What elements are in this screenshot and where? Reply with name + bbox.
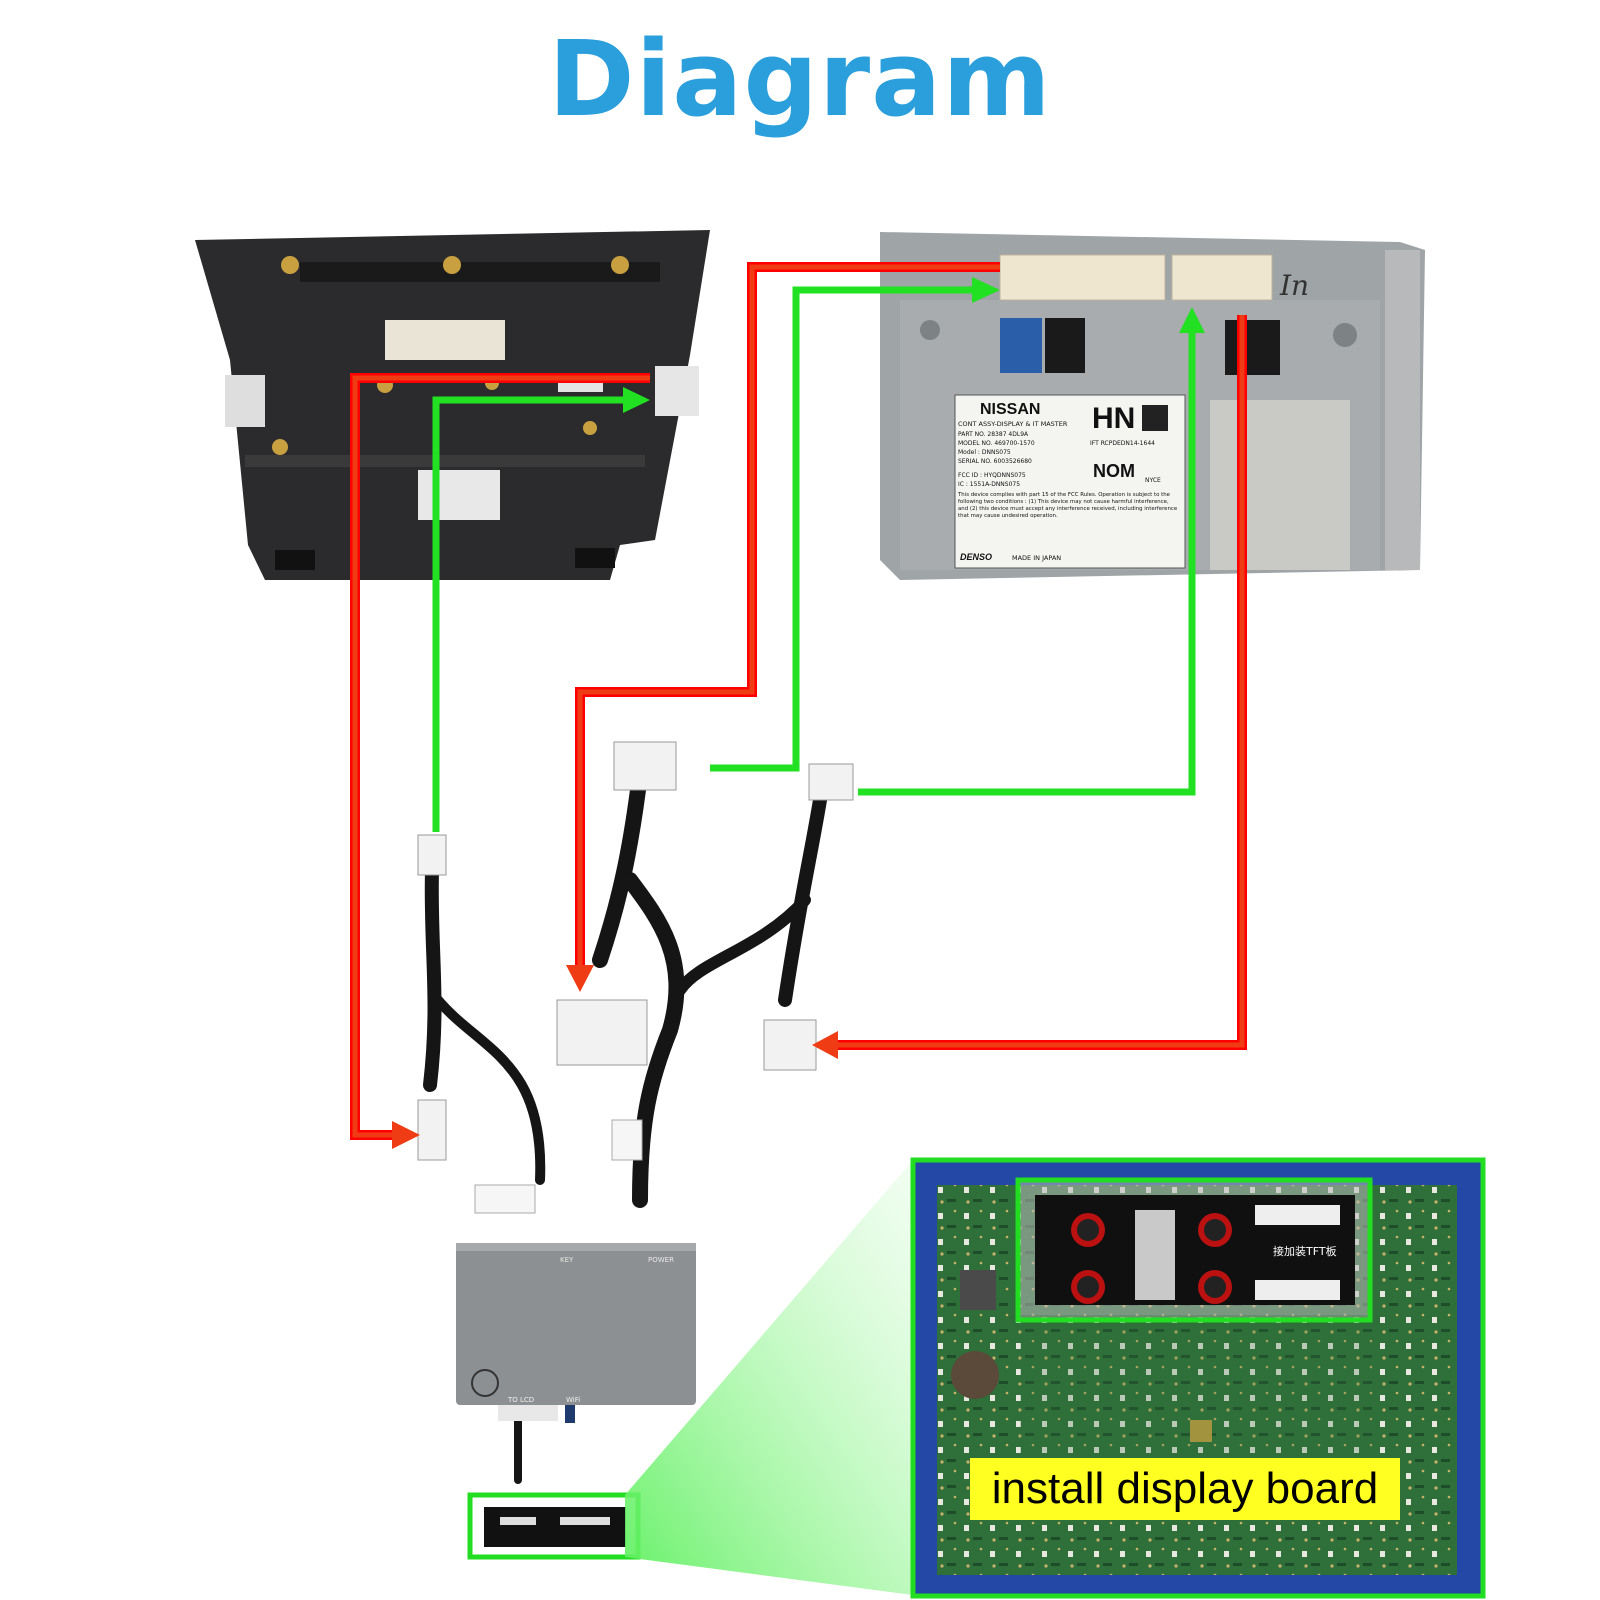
label-fcc-notice: This device complies with part 15 of the…	[958, 492, 1178, 519]
panel-plug-top	[417, 834, 447, 876]
zoom-wedge	[625, 1160, 913, 1595]
label-made-in: MADE IN JAPAN	[1012, 554, 1061, 562]
adapter-board	[484, 1507, 626, 1547]
port-wifi-label: WiFi	[566, 1396, 580, 1404]
green-arrowheads	[623, 277, 1205, 413]
main-plug-male	[556, 999, 648, 1066]
arrow-to-second-plug	[812, 1031, 838, 1059]
arrow-to-panel-plug	[392, 1121, 420, 1149]
panel-plug-bottom	[417, 1099, 447, 1161]
port-to-lcd-label: TO LCD	[507, 1396, 534, 1404]
blue-port	[1000, 318, 1042, 373]
inset-display-board: 接加装TFT板	[910, 1157, 1486, 1599]
inset-frame	[910, 1157, 1486, 1599]
arrow-to-head-unit-main	[972, 277, 1000, 303]
label-model: Model : DNNS075	[958, 449, 1011, 456]
install-caption: install display board	[970, 1458, 1400, 1520]
label-model-code: HN	[1092, 402, 1135, 435]
panel-left-connector	[225, 375, 265, 427]
wireless-icon	[471, 1369, 499, 1397]
label-nom: NOM	[1093, 461, 1135, 481]
arrow-to-main-plug	[566, 965, 594, 992]
nissan-label: NISSAN HN CONT ASSY-DISPLAY & IT MASTER …	[954, 394, 1186, 569]
interface-module-box: KEY POWER TO LCD WiFi	[456, 1243, 696, 1423]
red-arrowheads	[392, 965, 838, 1149]
label-assy: CONT ASSY-DISPLAY & IT MASTER	[958, 420, 1068, 428]
arrow-to-head-unit-second	[1179, 307, 1205, 333]
label-ift: IFT RCPDEDN14-1644	[1090, 440, 1155, 447]
green-connection-lines	[432, 286, 1196, 832]
label-brand: NISSAN	[980, 401, 1040, 418]
panel-right-connector	[655, 366, 699, 416]
label-fcc: FCC ID : HYQDNNS075	[958, 472, 1026, 479]
head-unit-second-connector	[1171, 254, 1273, 301]
label-part-no: PART NO. 28387 4DL9A	[958, 431, 1029, 438]
handwritten-in-mark: In	[1279, 269, 1309, 302]
control-panel-unit	[195, 230, 710, 580]
page-title: Diagram	[548, 18, 1052, 140]
harness-cables	[423, 782, 827, 1484]
port-key-label: KEY	[560, 1256, 574, 1264]
head-unit-main-connector	[999, 254, 1166, 301]
label-serial: SERIAL NO. 6003526680	[958, 458, 1032, 465]
label-model-no: MODEL NO. 469700-1570	[958, 440, 1035, 447]
tft-board-highlight	[1015, 1177, 1373, 1323]
arrow-to-panel-connector	[623, 387, 650, 413]
port-power-label: POWER	[648, 1256, 674, 1264]
label-nyce: NYCE	[1145, 477, 1161, 484]
red-line-cores	[352, 264, 1245, 1138]
main-plug-female	[613, 741, 677, 791]
board-tft-label: 接加装TFT板	[1273, 1244, 1337, 1258]
label-ic: IC : 1551A-DNNS075	[958, 481, 1020, 488]
head-unit-module: In NISSAN HN CONT ASSY-DISPLAY & IT MAST…	[880, 232, 1425, 580]
harness-connectors	[417, 741, 854, 1214]
second-plug-female	[808, 763, 854, 801]
label-maker: DENSO	[960, 552, 992, 562]
second-plug-male	[763, 1019, 817, 1071]
